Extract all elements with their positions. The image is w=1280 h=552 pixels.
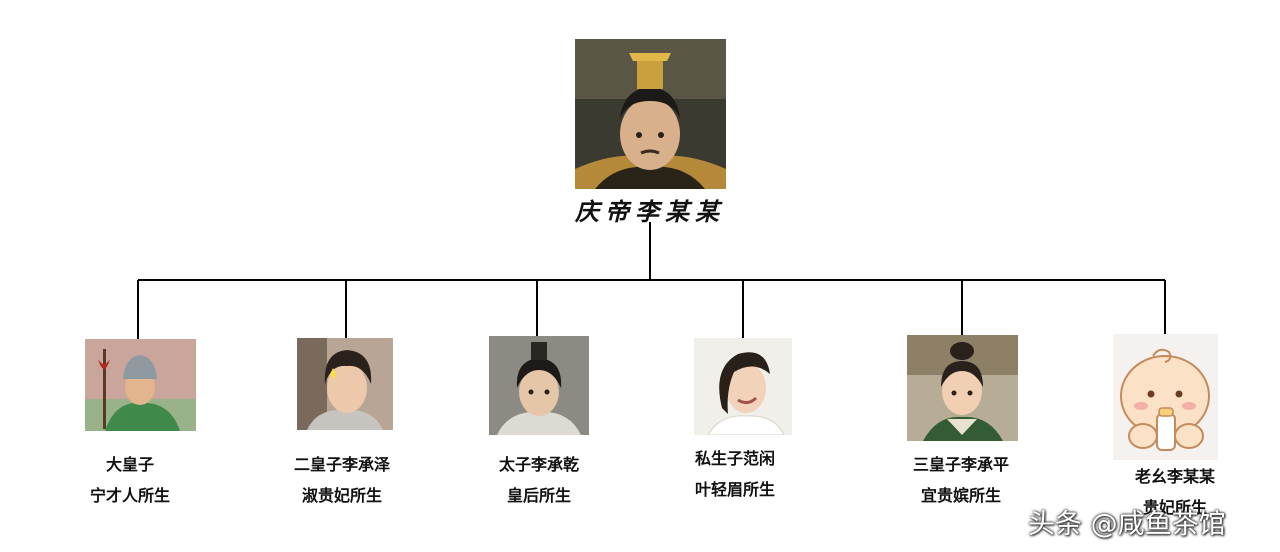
emperor-name: 庆帝李某某: [575, 197, 725, 226]
child-2-label: 二皇子李承泽 淑贵妃所生: [257, 449, 427, 511]
child-4-mother: 叶轻眉所生: [694, 480, 775, 499]
child-5-label: 三皇子李承平 宜贵嫔所生: [876, 449, 1046, 511]
watermark-text: 头条 @咸鱼茶馆: [1028, 509, 1226, 540]
child-4-title: 私生子范闲: [694, 449, 775, 468]
child-2-title: 二皇子李承泽: [293, 455, 390, 474]
child-2-mother: 淑贵妃所生: [301, 486, 382, 505]
child-3-title: 太子李承乾: [498, 455, 579, 474]
child-3-label: 太子李承乾 皇后所生: [454, 449, 624, 511]
child-1-title: 大皇子: [105, 455, 154, 474]
child-3-mother: 皇后所生: [506, 486, 571, 505]
child-6-label: 老幺李某某 贵妃所生: [1090, 461, 1260, 523]
child-4-portrait: [694, 338, 792, 435]
child-5-portrait: [907, 335, 1018, 441]
child-3-portrait: [489, 336, 589, 435]
child-1-mother: 宁才人所生: [89, 486, 170, 505]
child-6-title: 老幺李某某: [1134, 467, 1215, 486]
child-5-title: 三皇子李承平: [912, 455, 1009, 474]
emperor-portrait: [575, 39, 726, 189]
child-1-label: 大皇子 宁才人所生: [45, 449, 215, 511]
child-2-portrait: [297, 338, 393, 430]
child-1-portrait: [85, 339, 196, 431]
child-6-mother: 贵妃所生: [1142, 498, 1207, 517]
child-4-label: 私生子范闲 叶轻眉所生: [650, 443, 820, 505]
child-5-mother: 宜贵嫔所生: [920, 486, 1001, 505]
child-6-portrait: [1113, 334, 1218, 460]
